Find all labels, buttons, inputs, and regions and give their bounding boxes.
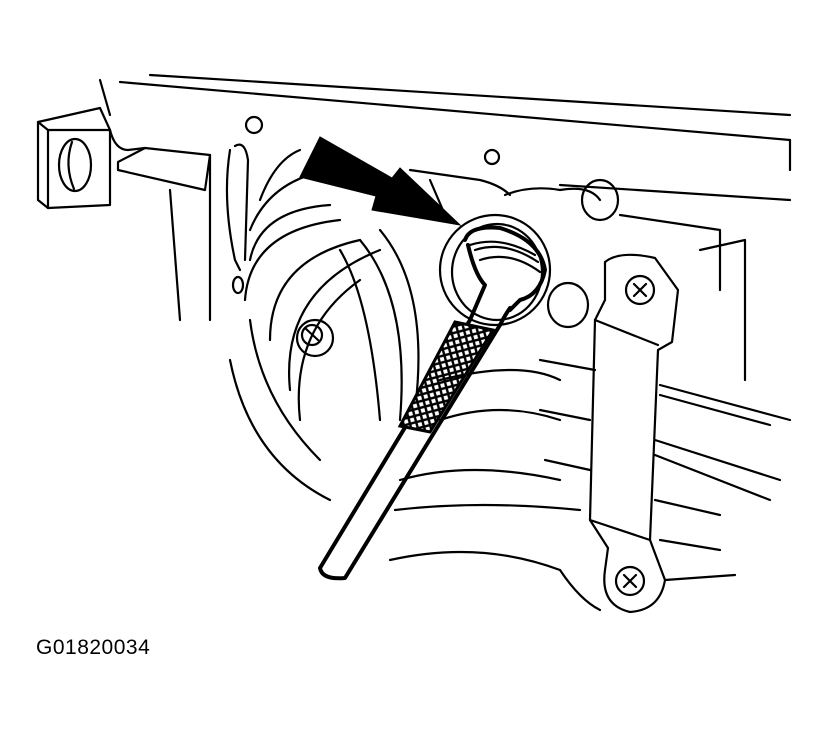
tool-shaft — [318, 318, 502, 581]
manifold-lines — [388, 358, 792, 612]
pulley-contours — [228, 203, 420, 502]
figure-id-label: G01820034 — [36, 636, 151, 659]
housing-top-edges — [98, 73, 792, 202]
left-arm — [108, 115, 264, 322]
bore-with-tool — [438, 213, 552, 327]
right-bracket — [546, 253, 680, 614]
left-mount-block — [36, 106, 112, 210]
arrow-callout-icon — [299, 136, 462, 226]
housing-contours — [248, 148, 747, 382]
bolt-head — [295, 318, 335, 358]
